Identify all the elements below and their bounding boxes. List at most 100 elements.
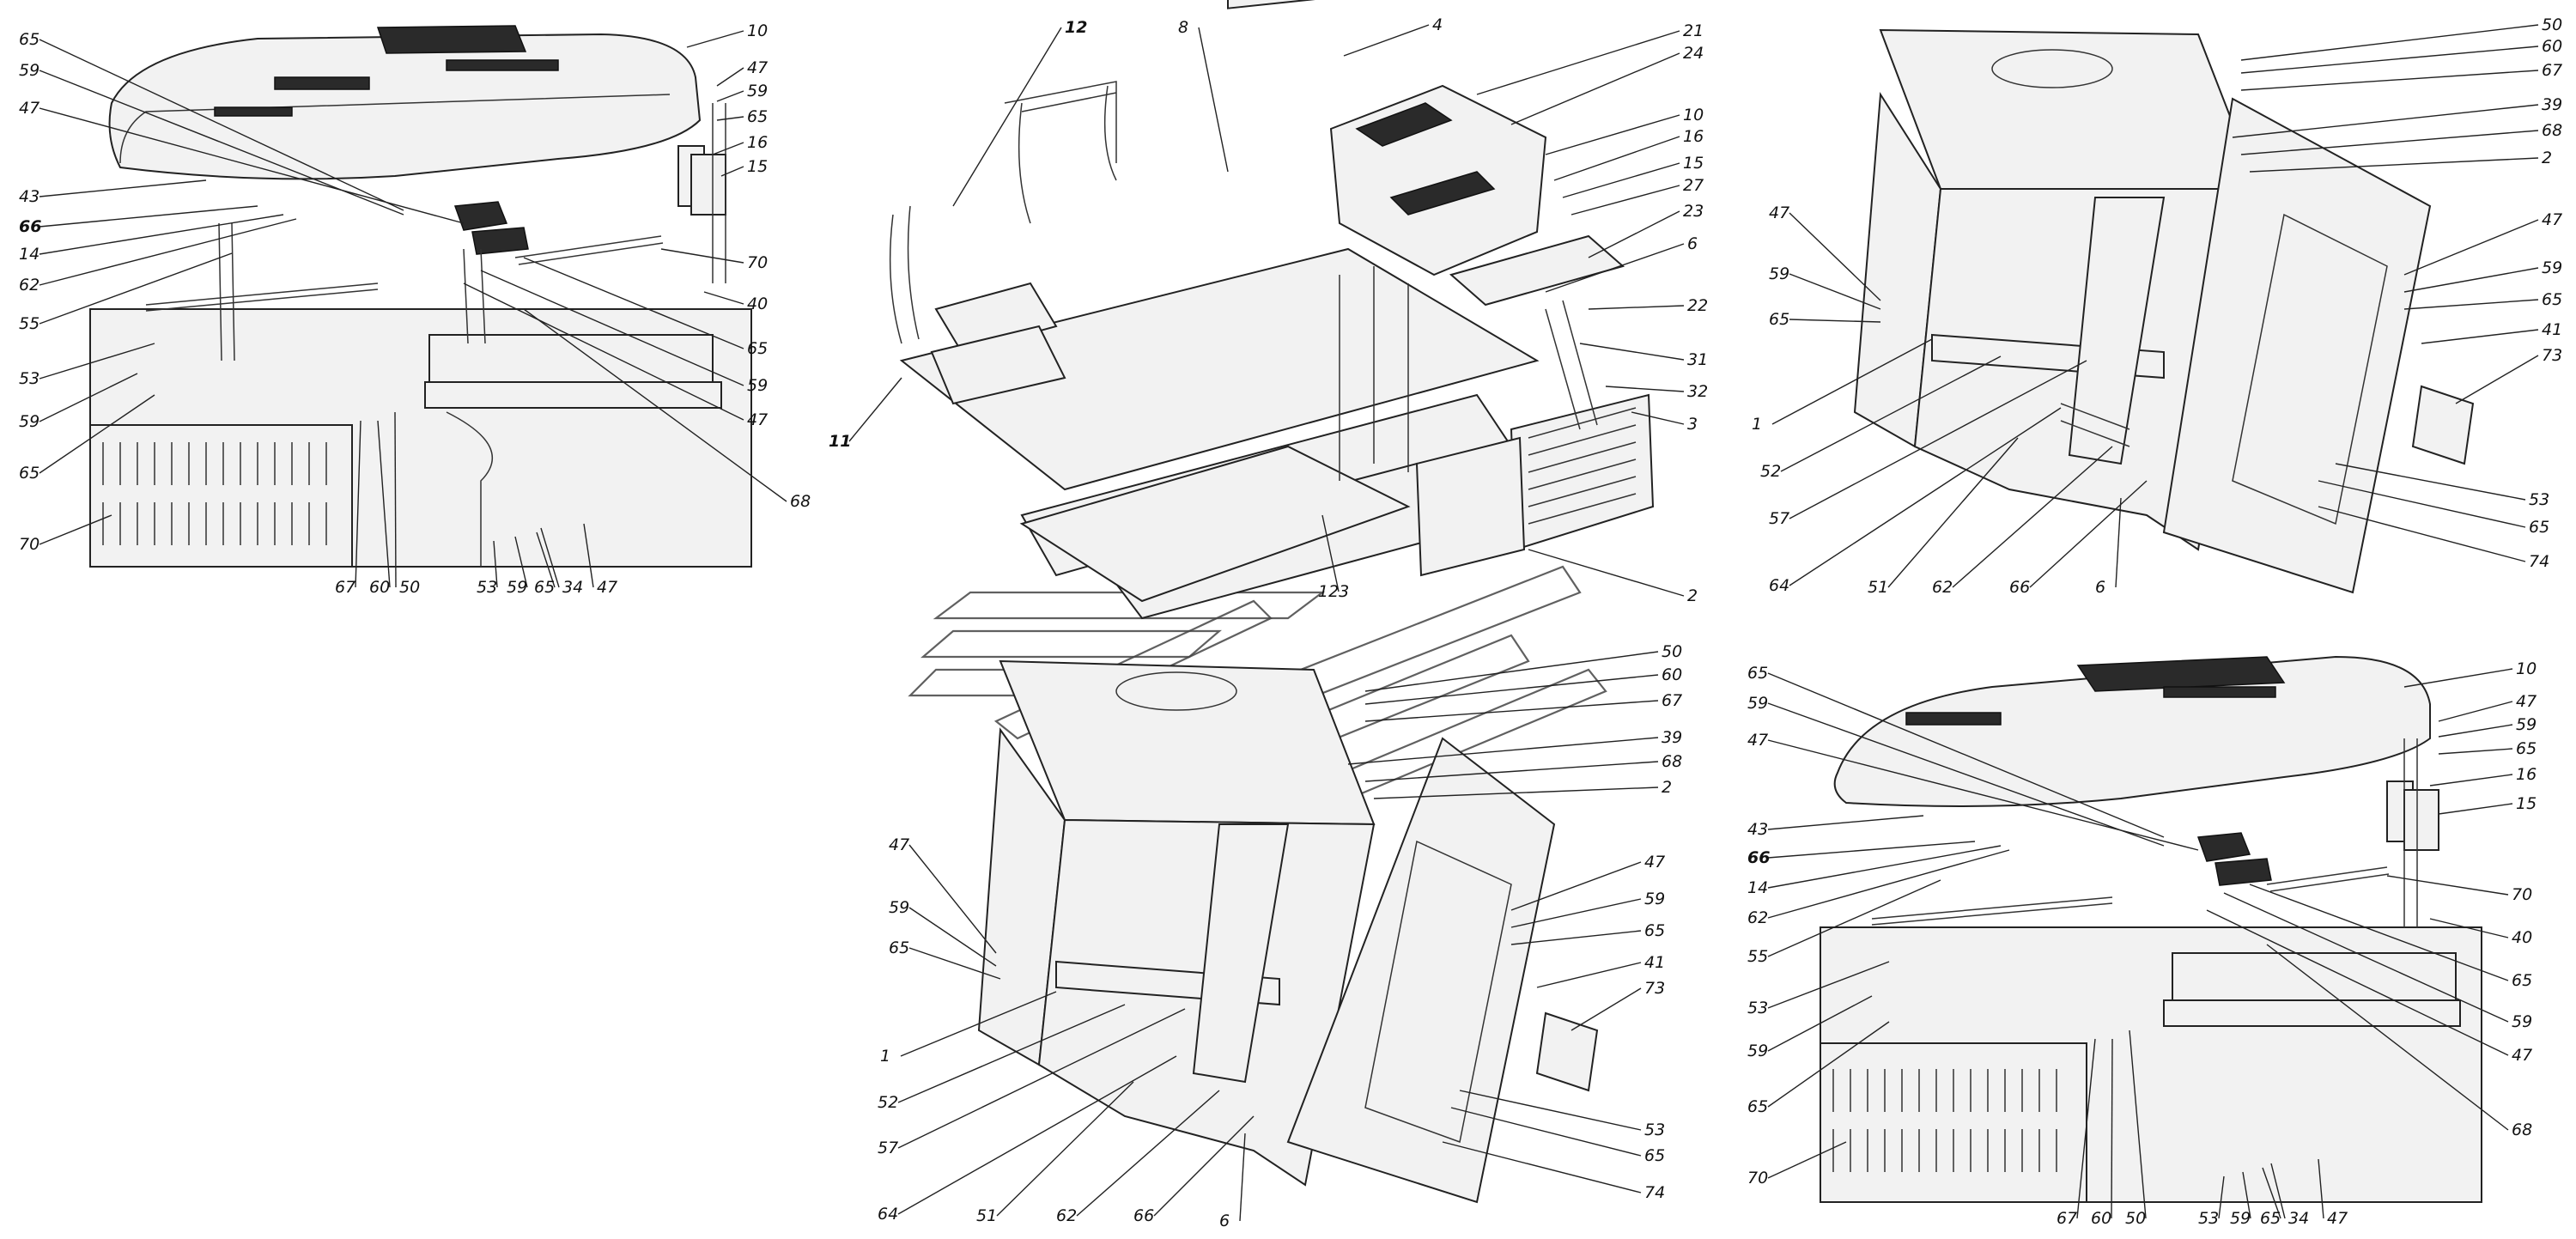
cab-frame-exploded-view bbox=[889, 0, 1655, 620]
leader-line bbox=[1789, 273, 1881, 310]
part-callout-label: 15 bbox=[2516, 794, 2537, 813]
part-callout-label: 6 bbox=[2095, 578, 2105, 597]
leader-line bbox=[1789, 319, 1881, 323]
callout-labels: 1065594747596516154366146255535965707040… bbox=[19, 15, 2562, 1230]
part-callout-label: 23 bbox=[1683, 202, 1704, 221]
leader-line bbox=[2249, 884, 2509, 981]
leader-line bbox=[1364, 674, 1659, 705]
leader-line bbox=[463, 282, 744, 421]
part-callout-label: 10 bbox=[2516, 659, 2537, 678]
part-callout-label: 12 bbox=[1065, 18, 1087, 37]
part-callout-label: 64 bbox=[878, 1205, 898, 1224]
leader-line bbox=[1588, 210, 1680, 258]
leader-line bbox=[1198, 27, 1229, 173]
part-callout-label: 65 bbox=[1747, 664, 1768, 683]
leader-line bbox=[1571, 185, 1680, 216]
part-callout-label: 65 bbox=[534, 578, 555, 597]
leader-line bbox=[848, 377, 902, 442]
grille-slots-right bbox=[1832, 1069, 2057, 1172]
leader-line bbox=[2240, 130, 2539, 155]
part-callout-label: 59 bbox=[1747, 1042, 1768, 1060]
part-callout-label: 53 bbox=[19, 369, 39, 388]
leader-line bbox=[2429, 918, 2509, 938]
leader-line bbox=[39, 514, 112, 545]
part-callout-label: 70 bbox=[747, 253, 768, 272]
part-callout-label: 39 bbox=[2542, 95, 2562, 114]
leader-line bbox=[1364, 700, 1659, 722]
leader-line bbox=[1767, 879, 1941, 957]
leader-line bbox=[1347, 737, 1659, 765]
part-callout-label: 66 bbox=[19, 217, 41, 236]
part-callout-label: 55 bbox=[1747, 947, 1768, 966]
part-callout-label: 50 bbox=[1662, 642, 1682, 661]
leader-line bbox=[2029, 480, 2148, 588]
part-callout-label: 53 bbox=[1747, 999, 1768, 1017]
part-callout-label: 62 bbox=[19, 276, 39, 295]
leader-line bbox=[39, 394, 155, 474]
leader-line bbox=[2206, 909, 2509, 1056]
part-callout-label: 65 bbox=[2516, 739, 2537, 758]
part-callout-label: 14 bbox=[1747, 878, 1768, 897]
leader-line bbox=[2266, 944, 2509, 1131]
part-callout-label: 55 bbox=[19, 314, 39, 333]
part-callout-label: 64 bbox=[1769, 576, 1789, 595]
leader-line bbox=[897, 1008, 1186, 1149]
part-callout-label: 47 bbox=[1769, 203, 1789, 222]
part-callout-label: 60 bbox=[2542, 37, 2562, 56]
part-callout-label: 59 bbox=[747, 82, 768, 100]
leader-line bbox=[1321, 514, 1340, 592]
leader-line bbox=[2111, 1038, 2113, 1219]
leader-line bbox=[2429, 774, 2513, 787]
leader-line bbox=[1579, 343, 1685, 361]
leader-line bbox=[2438, 803, 2513, 815]
leader-line bbox=[39, 205, 258, 228]
leader-line bbox=[1767, 815, 1924, 830]
leader-line bbox=[1767, 841, 1976, 859]
leader-line bbox=[2318, 480, 2526, 528]
leader-line bbox=[703, 291, 744, 305]
leader-line bbox=[2242, 1171, 2251, 1219]
part-callout-label: 74 bbox=[1644, 1183, 1665, 1202]
part-callout-label: 59 bbox=[2230, 1209, 2251, 1228]
part-callout-label: 24 bbox=[1683, 44, 1704, 63]
center-grille-slots bbox=[1528, 407, 1637, 525]
part-callout-label: 74 bbox=[2529, 552, 2549, 571]
part-callout-label: 50 bbox=[2542, 15, 2562, 34]
part-callout-label: 65 bbox=[2260, 1209, 2281, 1228]
leader-line bbox=[39, 252, 233, 325]
grille-slots bbox=[102, 442, 327, 545]
part-callout-label: 66 bbox=[1133, 1206, 1154, 1225]
part-callout-label: 51 bbox=[1868, 578, 1888, 597]
leader-line bbox=[1631, 411, 1685, 425]
leader-line bbox=[39, 373, 138, 422]
leader-line bbox=[1476, 30, 1680, 95]
leader-line bbox=[1767, 961, 1890, 1009]
frame-door-view-bottom bbox=[977, 659, 1599, 1204]
hood-assembly-view-left bbox=[89, 25, 752, 568]
leader-line bbox=[1510, 861, 1642, 911]
leader-line bbox=[1553, 136, 1680, 181]
part-callout-label: 67 bbox=[1662, 691, 1682, 710]
leader-line bbox=[908, 947, 1001, 980]
leader-line bbox=[908, 844, 997, 954]
part-callout-label: 66 bbox=[2009, 578, 2030, 597]
part-callout-label: 65 bbox=[1644, 921, 1665, 940]
leader-line bbox=[1364, 761, 1659, 782]
part-callout-label: 43 bbox=[1747, 820, 1768, 839]
leader-line bbox=[2240, 24, 2539, 61]
part-callout-label: 65 bbox=[889, 938, 909, 957]
leader-line bbox=[716, 116, 744, 121]
part-callout-label: 62 bbox=[1932, 578, 1953, 597]
part-callout-label: 10 bbox=[1683, 106, 1704, 125]
leader-line bbox=[523, 308, 787, 502]
part-callout-label: 53 bbox=[2198, 1209, 2219, 1228]
part-callout-label: 6 bbox=[1219, 1212, 1230, 1230]
part-callout-label: 34 bbox=[2288, 1209, 2309, 1228]
leader-line bbox=[716, 90, 744, 102]
part-callout-label: 27 bbox=[1683, 176, 1704, 195]
part-callout-label: 57 bbox=[1769, 509, 1789, 528]
part-callout-label: 43 bbox=[19, 187, 39, 206]
part-callout-label: 68 bbox=[790, 492, 811, 511]
leader-line bbox=[1767, 702, 2165, 847]
leader-line bbox=[716, 67, 744, 87]
